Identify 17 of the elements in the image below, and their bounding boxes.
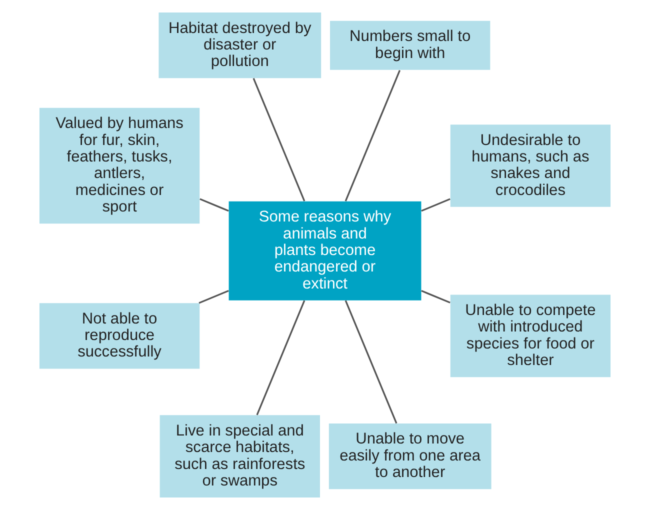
node-box: Unable to compete with introduced species for food or shelter: [450, 294, 611, 378]
node-box: Valued by humans for fur, skin, feathers, tusks, antlers, medicines or sport: [39, 108, 200, 224]
connector: [256, 300, 306, 416]
connector: [198, 290, 229, 304]
connector: [252, 78, 306, 202]
connector: [344, 70, 401, 202]
connector: [200, 198, 229, 212]
node-box: Undesirable to humans, such as snakes and crocodiles: [450, 124, 611, 207]
connector: [421, 198, 450, 212]
node-box: Habitat destroyed by disaster or pollution: [158, 12, 322, 78]
connector: [344, 300, 398, 424]
node-box: Numbers small to begin with: [330, 20, 490, 70]
connector: [421, 290, 450, 304]
node-box: Unable to move easily from one area to another: [328, 423, 492, 490]
node-box: Not able to reproduce successfully: [39, 303, 200, 369]
node-box: Some reasons why animals and plants become endangered or extinct: [228, 201, 422, 300]
node-box: Live in special and scarce habitats, such as rainforests or swamps: [160, 415, 320, 498]
